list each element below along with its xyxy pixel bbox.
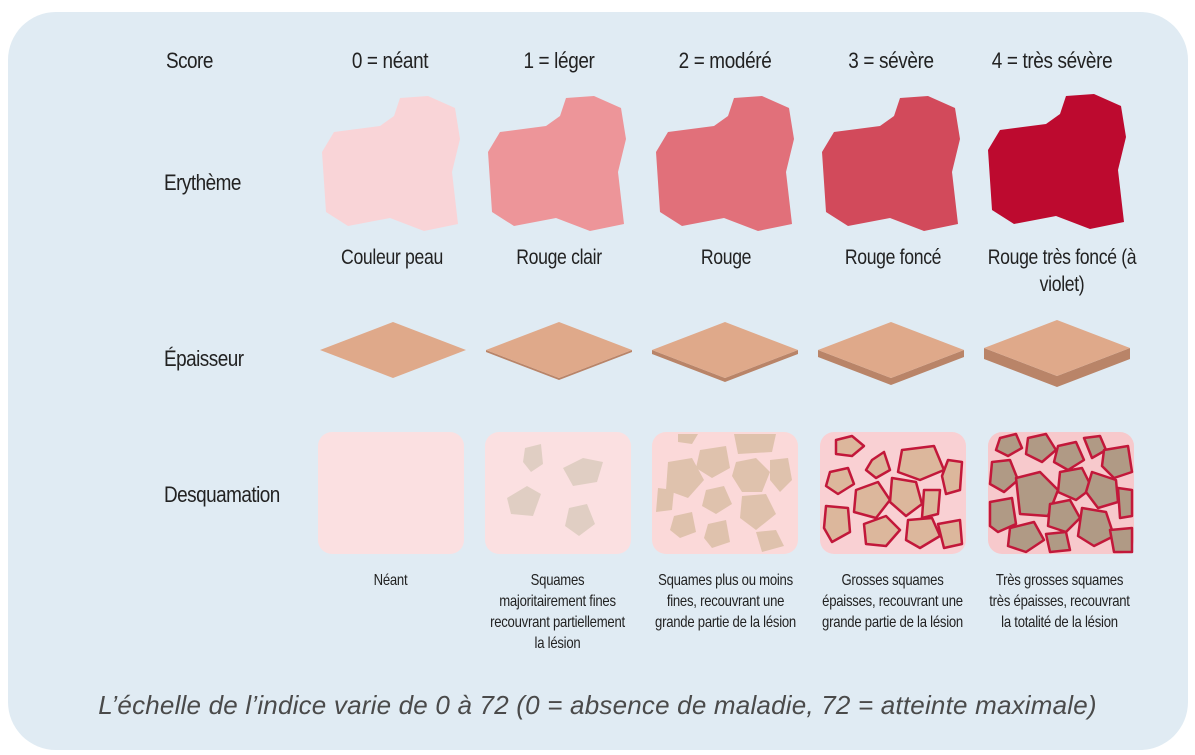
thickness-tile-4 [984,320,1130,387]
score-header-4: 4 = très sévère [991,48,1113,73]
erythema-blob-4-shape [988,94,1126,229]
erythema-blob-2-shape [656,96,794,231]
row-label-thickness: Épaisseur [164,346,244,371]
erythema-blob-2 [656,96,794,231]
erythema-blob-0 [322,96,460,231]
erythema-blob-4 [988,94,1126,229]
row-label-desquamation: Desquamation [164,482,280,507]
score-header-0: 0 = néant [351,48,429,73]
score-header-2: 2 = modéré [678,48,772,73]
erythema-blob-3 [822,96,960,231]
row-label-erythema: Erythème [164,170,241,195]
erythema-label-2: Rouge [700,246,752,269]
score-header-1: 1 = léger [523,48,595,73]
desquamation-label-1: Squames majoritairement fines recouvrant… [490,572,625,652]
desquamation-label-3: Grosses squames épaisses, recouvrant une… [822,572,963,631]
thickness-tile-3 [818,322,964,385]
desquamation-label-0: Néant [373,572,408,589]
desquamation-label-2: Squames plus ou moins fines, recouvrant … [655,572,796,631]
erythema-label-4: Rouge très foncé (à violet) [987,246,1137,296]
desquamation-tile-2 [652,432,798,554]
row-label-score: Score [166,48,213,73]
desquamation-tile-3 [820,432,966,554]
erythema-blob-1 [488,96,626,231]
score-header-3: 3 = sévère [848,48,934,73]
erythema-label-1: Rouge clair [516,246,602,269]
desquamation-tile-1 [485,432,631,554]
desquamation-tile-0 [318,432,464,554]
erythema-label-0: Couleur peau [341,246,443,269]
erythema-label-3: Rouge foncé [844,246,942,269]
desquamation-label-4: Très grosses squames très épaisses, reco… [989,572,1130,631]
desquamation-tile-4 [988,432,1134,554]
thickness-tile-2 [652,322,798,382]
thickness-tile-1 [486,322,632,380]
erythema-blob-1-shape [488,96,626,231]
thickness-tile-0 [320,322,466,378]
erythema-blob-3-shape [822,96,960,231]
scale-footnote: L’échelle de l’indice varie de 0 à 72 (0… [98,690,1097,720]
erythema-blob-0-shape [322,96,460,231]
